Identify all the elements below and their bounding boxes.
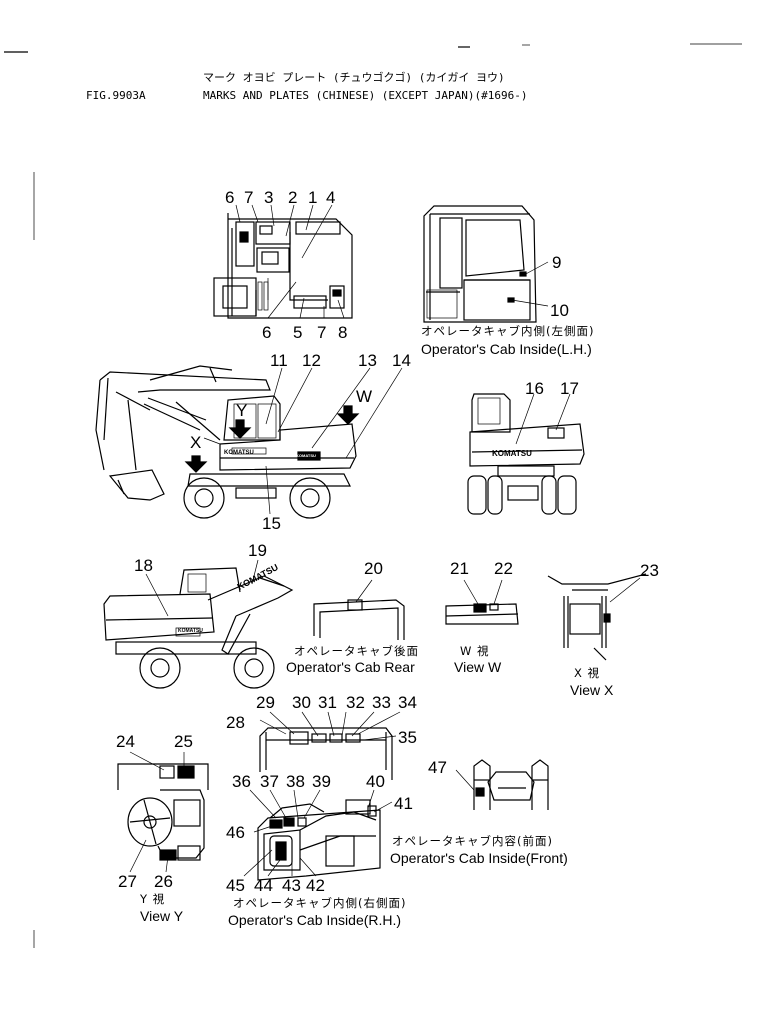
cab-rear-caption-jp: オペレータキャブ後面 <box>294 644 419 658</box>
brand-mark-rear: KOMATSU <box>492 449 532 458</box>
callout-18: 18 <box>134 556 153 575</box>
cab-rear-caption: Operator's Cab Rear <box>286 659 415 675</box>
callout-46: 46 <box>226 823 245 842</box>
excavator-side-view <box>95 365 403 519</box>
callout-24: 24 <box>116 732 135 751</box>
callout-43: 43 <box>282 876 301 895</box>
view-w <box>445 579 519 625</box>
cab-rh-caption-jp: オペレータキャブ内側(右側面) <box>233 896 407 910</box>
callout-6b: 6 <box>262 323 272 342</box>
callout-25: 25 <box>174 732 193 751</box>
view-w-caption-jp: W 視 <box>460 644 490 658</box>
callout-38: 38 <box>286 772 305 791</box>
excavator-rear-view <box>467 393 585 515</box>
callout-13: 13 <box>358 351 377 370</box>
cab-lh-caption-jp: オペレータキャブ内側(左側面) <box>421 324 595 338</box>
view-marker-y: Y <box>236 401 248 420</box>
callout-17: 17 <box>560 379 579 398</box>
view-y <box>117 751 209 873</box>
callout-4: 4 <box>326 188 336 207</box>
cab-inside-top-console <box>259 711 401 780</box>
callout-21: 21 <box>450 559 469 578</box>
view-marker-x: X <box>190 433 202 452</box>
callout-15: 15 <box>262 514 281 533</box>
cab-inside-lh-view <box>423 205 549 323</box>
cab-rear-view <box>313 579 405 640</box>
callout-19: 19 <box>248 541 267 560</box>
callout-26: 26 <box>154 872 173 891</box>
callout-23: 23 <box>640 561 659 580</box>
figure-number: FIG.9903A <box>86 89 146 102</box>
callout-6: 6 <box>225 188 235 207</box>
callout-47: 47 <box>428 758 447 777</box>
callout-36: 36 <box>232 772 251 791</box>
callout-2: 2 <box>288 188 298 207</box>
callout-7: 7 <box>244 188 254 207</box>
view-x <box>547 573 647 661</box>
view-y-caption: View Y <box>140 908 184 924</box>
callout-40: 40 <box>366 772 385 791</box>
cab-rh-caption: Operator's Cab Inside(R.H.) <box>228 912 402 928</box>
brand-mark-plate: KOMATSU <box>296 453 316 458</box>
callout-37: 37 <box>260 772 279 791</box>
callout-14: 14 <box>392 351 411 370</box>
view-x-caption-jp: X 視 <box>574 666 601 680</box>
title-kana: マーク オヨビ プレート (チュウゴクゴ) (カイガイ ヨウ) <box>203 71 505 84</box>
callout-41: 41 <box>394 794 413 813</box>
view-marker-w: W <box>356 387 373 406</box>
view-w-caption: View W <box>454 659 502 675</box>
callout-11: 11 <box>270 351 288 370</box>
callout-44: 44 <box>254 876 273 895</box>
callout-32: 32 <box>346 693 365 712</box>
scan-marks <box>4 43 742 948</box>
excavator-left-side-view <box>103 559 294 689</box>
callout-33: 33 <box>372 693 391 712</box>
cab-front-caption: Operator's Cab Inside(Front) <box>390 850 568 866</box>
callout-35: 35 <box>398 728 417 747</box>
brand-mark-side: KOMATSU <box>224 450 254 456</box>
callout-29: 29 <box>256 693 275 712</box>
callout-27: 27 <box>118 872 137 891</box>
cab-lh-caption: Operator's Cab Inside(L.H.) <box>421 341 592 357</box>
callout-5: 5 <box>293 323 303 342</box>
callout-3: 3 <box>264 188 274 207</box>
callout-22: 22 <box>494 559 513 578</box>
callout-34: 34 <box>398 693 417 712</box>
callout-45: 45 <box>226 876 245 895</box>
callout-1: 1 <box>308 188 318 207</box>
cab-front-caption-jp: オペレータキャブ内容(前面) <box>392 834 553 848</box>
callout-9: 9 <box>552 253 562 272</box>
cab-inside-front-view <box>455 759 549 810</box>
callout-12: 12 <box>302 351 321 370</box>
callout-39: 39 <box>312 772 331 791</box>
cab-inside-rh-view <box>243 789 393 881</box>
callout-30: 30 <box>292 693 311 712</box>
callout-20: 20 <box>364 559 383 578</box>
callout-7b: 7 <box>317 323 327 342</box>
callout-10: 10 <box>550 301 569 320</box>
page-title: MARKS AND PLATES (CHINESE) (EXCEPT JAPAN… <box>203 89 528 102</box>
callout-16: 16 <box>525 379 544 398</box>
view-x-caption: View X <box>570 682 614 698</box>
view-y-caption-jp: Y 視 <box>140 892 166 906</box>
callout-31: 31 <box>318 693 337 712</box>
cab-inside-top-view <box>213 204 353 319</box>
callout-8: 8 <box>338 323 348 342</box>
brand-mark-left: KOMATSU <box>178 628 203 634</box>
callout-28: 28 <box>226 713 245 732</box>
callout-42: 42 <box>306 876 325 895</box>
